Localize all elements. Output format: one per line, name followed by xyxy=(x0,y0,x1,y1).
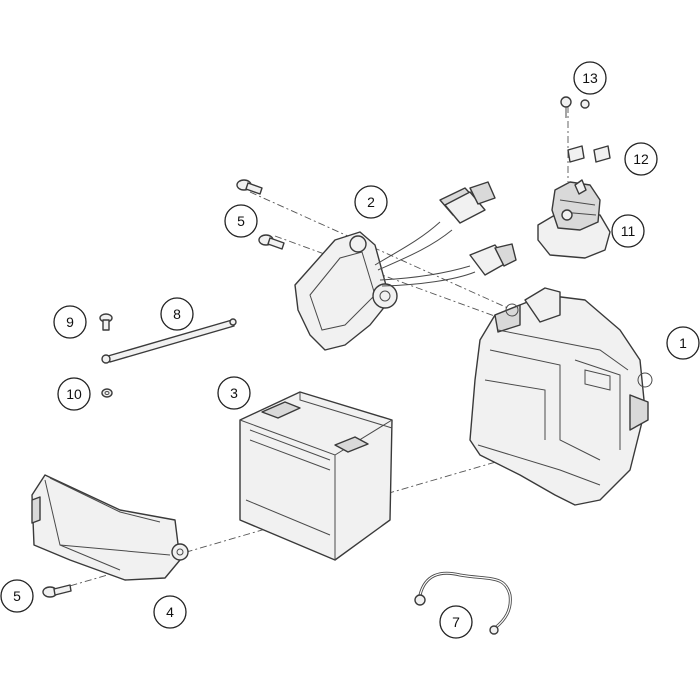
callout-2: 2 xyxy=(354,185,388,219)
callout-5-upper: 5 xyxy=(224,204,258,238)
screw-item-9 xyxy=(99,313,113,331)
callout-label: 7 xyxy=(452,614,460,630)
callout-label: 1 xyxy=(679,335,687,351)
ground-cable xyxy=(414,571,512,635)
callout-label: 10 xyxy=(66,386,82,402)
battery-holder xyxy=(469,287,653,506)
callout-7: 7 xyxy=(439,605,473,639)
cable-rod xyxy=(101,318,237,364)
battery xyxy=(239,391,393,561)
callout-label: 11 xyxy=(621,223,636,239)
callout-13: 13 xyxy=(573,61,607,95)
fuses xyxy=(567,145,611,163)
callout-label: 9 xyxy=(66,314,74,330)
callout-label: 2 xyxy=(367,194,375,210)
callout-4: 4 xyxy=(153,595,187,629)
callout-1: 1 xyxy=(666,326,700,360)
battery-cover xyxy=(31,474,189,581)
callout-12: 12 xyxy=(624,142,658,176)
callout-label: 13 xyxy=(582,70,598,86)
callout-label: 12 xyxy=(633,151,649,167)
callout-10: 10 xyxy=(57,377,91,411)
callout-label: 3 xyxy=(230,385,238,401)
callouts: 1 2 3 4 5 5 7 8 xyxy=(0,61,700,639)
callout-label: 5 xyxy=(237,213,245,229)
callout-5-lower: 5 xyxy=(0,579,34,613)
small-screws xyxy=(560,96,590,118)
starter-relay xyxy=(537,179,611,259)
callout-label: 8 xyxy=(173,306,181,322)
screw-upper-pair xyxy=(236,179,285,250)
callout-3: 3 xyxy=(217,376,251,410)
callout-8: 8 xyxy=(160,297,194,331)
callout-11: 11 xyxy=(611,214,645,248)
screw-lower xyxy=(42,584,72,598)
callout-9: 9 xyxy=(53,305,87,339)
callout-label: 5 xyxy=(13,588,21,604)
callout-label: 4 xyxy=(166,604,174,620)
control-unit xyxy=(294,181,517,351)
washer-item-10 xyxy=(101,388,113,398)
